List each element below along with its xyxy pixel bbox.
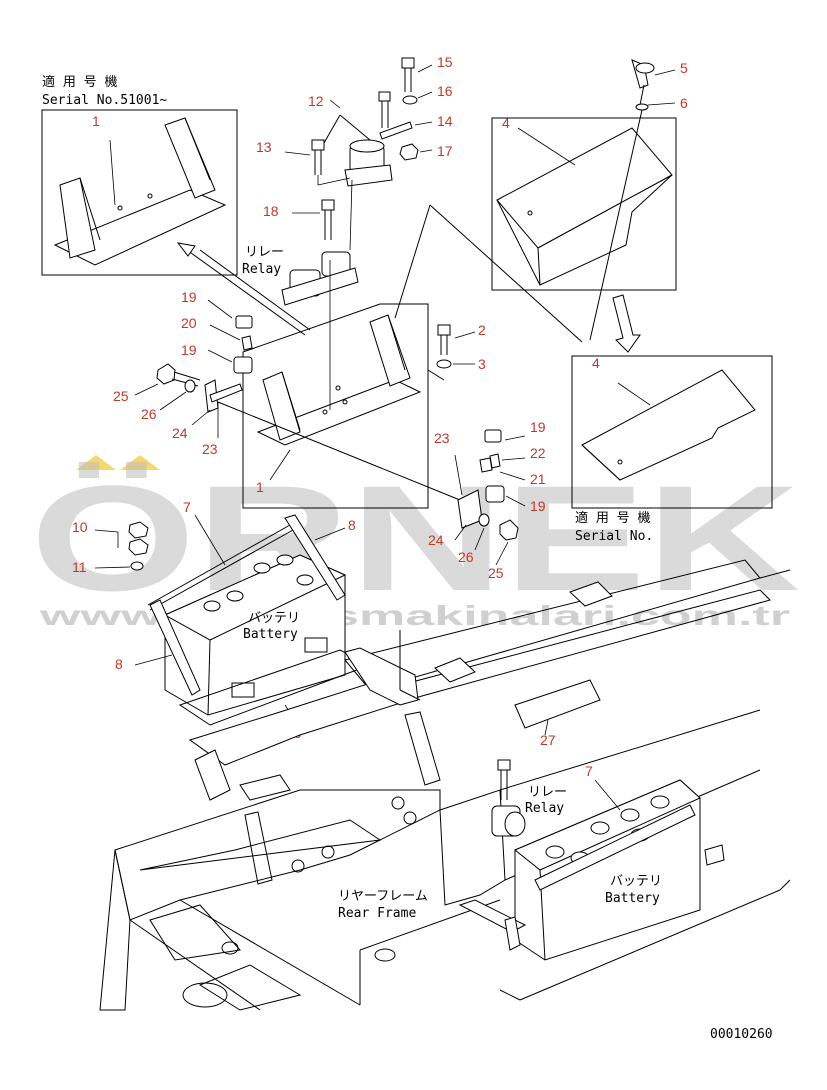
- serial-label-jp: 適 用 号 機: [42, 74, 117, 90]
- callout-25b: 25: [488, 565, 504, 581]
- terminal-cover-right: 23 19 22 21 19 24 26 25: [428, 419, 546, 581]
- relay-assembly: 15 16 14 17 12 13: [242, 54, 453, 306]
- frame-label-en: Rear Frame: [338, 906, 416, 921]
- callout-4: 4: [502, 115, 510, 131]
- clamp-bar: [149, 599, 201, 696]
- callout-8: 8: [348, 517, 356, 533]
- inset-arrow: [179, 244, 306, 336]
- callout-11: 11: [72, 559, 87, 575]
- watermark-accent: [76, 455, 116, 470]
- callout-12: 12: [308, 93, 324, 109]
- relay-label-jp: リレー: [245, 245, 284, 260]
- callout-6: 6: [680, 95, 688, 111]
- cover-upper: 4 5 6: [491, 59, 688, 291]
- callout-26: 26: [141, 406, 157, 422]
- washer: [635, 103, 649, 111]
- callout-23: 23: [202, 441, 218, 457]
- bracket-base: [53, 189, 227, 266]
- callout-1b: 1: [256, 479, 264, 495]
- bracket-side-right: [164, 117, 216, 199]
- callout-8b: 8: [115, 656, 123, 672]
- bracket-side-left: [59, 177, 96, 259]
- callout-7: 7: [183, 499, 191, 515]
- callout-7b: 7: [585, 763, 593, 779]
- callout-16: 16: [437, 83, 453, 99]
- callout-17: 17: [437, 143, 453, 159]
- serial-label-en: Serial No.51001~: [42, 93, 167, 108]
- callout-18: 18: [263, 203, 279, 219]
- cover-frame: [491, 117, 677, 291]
- cover-lower: 4 適 用 号 機 Serial No.: [571, 355, 773, 544]
- battery-label-en: Battery: [243, 627, 298, 642]
- callout-14: 14: [437, 113, 453, 129]
- bracket-box: [242, 303, 429, 509]
- relay-label-en: Relay: [242, 262, 281, 277]
- callout-21: 21: [530, 471, 546, 487]
- callout-19: 19: [181, 289, 197, 305]
- callout-19d: 19: [530, 498, 546, 514]
- callout-24: 24: [172, 425, 188, 441]
- callout-19c: 19: [530, 419, 546, 435]
- hold-down-rod: [147, 524, 291, 606]
- battery-left: 10 11 7 バッテリ Battery 8 8 9: [72, 499, 372, 741]
- terminal-cover-left: 19 20 19 25 26 24 23: [113, 289, 253, 457]
- battery-right: リレー Relay バッテリ Battery 7: [399, 630, 725, 961]
- wing-bolt: [631, 59, 655, 111]
- callout-15: 15: [437, 54, 453, 70]
- relay-label-jp-2: リレー: [528, 785, 567, 800]
- callout-3: 3: [478, 356, 486, 372]
- battery-label-jp-2: バッテリ: [610, 874, 662, 889]
- drawing-number: 00010260: [710, 1027, 773, 1042]
- callout-13: 13: [256, 139, 272, 155]
- serial-label-en-2: Serial No.: [575, 529, 653, 544]
- callout-4b: 4: [592, 355, 600, 371]
- frame-label-jp: リヤーフレーム: [338, 889, 428, 904]
- cover-flange: [537, 174, 673, 286]
- callout-20: 20: [181, 315, 197, 331]
- callout-26b: 26: [458, 549, 474, 565]
- bracket-assembly: 1 2 3: [242, 260, 486, 509]
- callout-10: 10: [72, 519, 88, 535]
- callout-2: 2: [478, 322, 486, 338]
- watermark-accent: [120, 455, 160, 470]
- callout-1: 1: [92, 113, 100, 129]
- arrow-down: [612, 294, 641, 353]
- callout-22: 22: [530, 445, 546, 461]
- callout-19b: 19: [181, 342, 197, 358]
- battery-label-jp: バッテリ: [248, 611, 300, 626]
- callout-27: 27: [540, 732, 556, 748]
- callout-25: 25: [113, 388, 129, 404]
- watermark-logo: ÖRNEK: [30, 454, 800, 622]
- callout-23b: 23: [434, 430, 450, 446]
- battery-label-en-2: Battery: [605, 891, 660, 906]
- callout-24b: 24: [428, 532, 444, 548]
- cover-frame: [571, 355, 773, 509]
- relay-label-en-2: Relay: [525, 801, 564, 816]
- inset-serial-51001: 適 用 号 機 Serial No.51001~ 1: [41, 74, 238, 276]
- inset-frame: [41, 109, 238, 276]
- rear-frame: 27 リヤーフレーム Rear Frame: [99, 559, 791, 1011]
- callout-5: 5: [680, 60, 688, 76]
- serial-label-jp-2: 適 用 号 機: [575, 510, 650, 526]
